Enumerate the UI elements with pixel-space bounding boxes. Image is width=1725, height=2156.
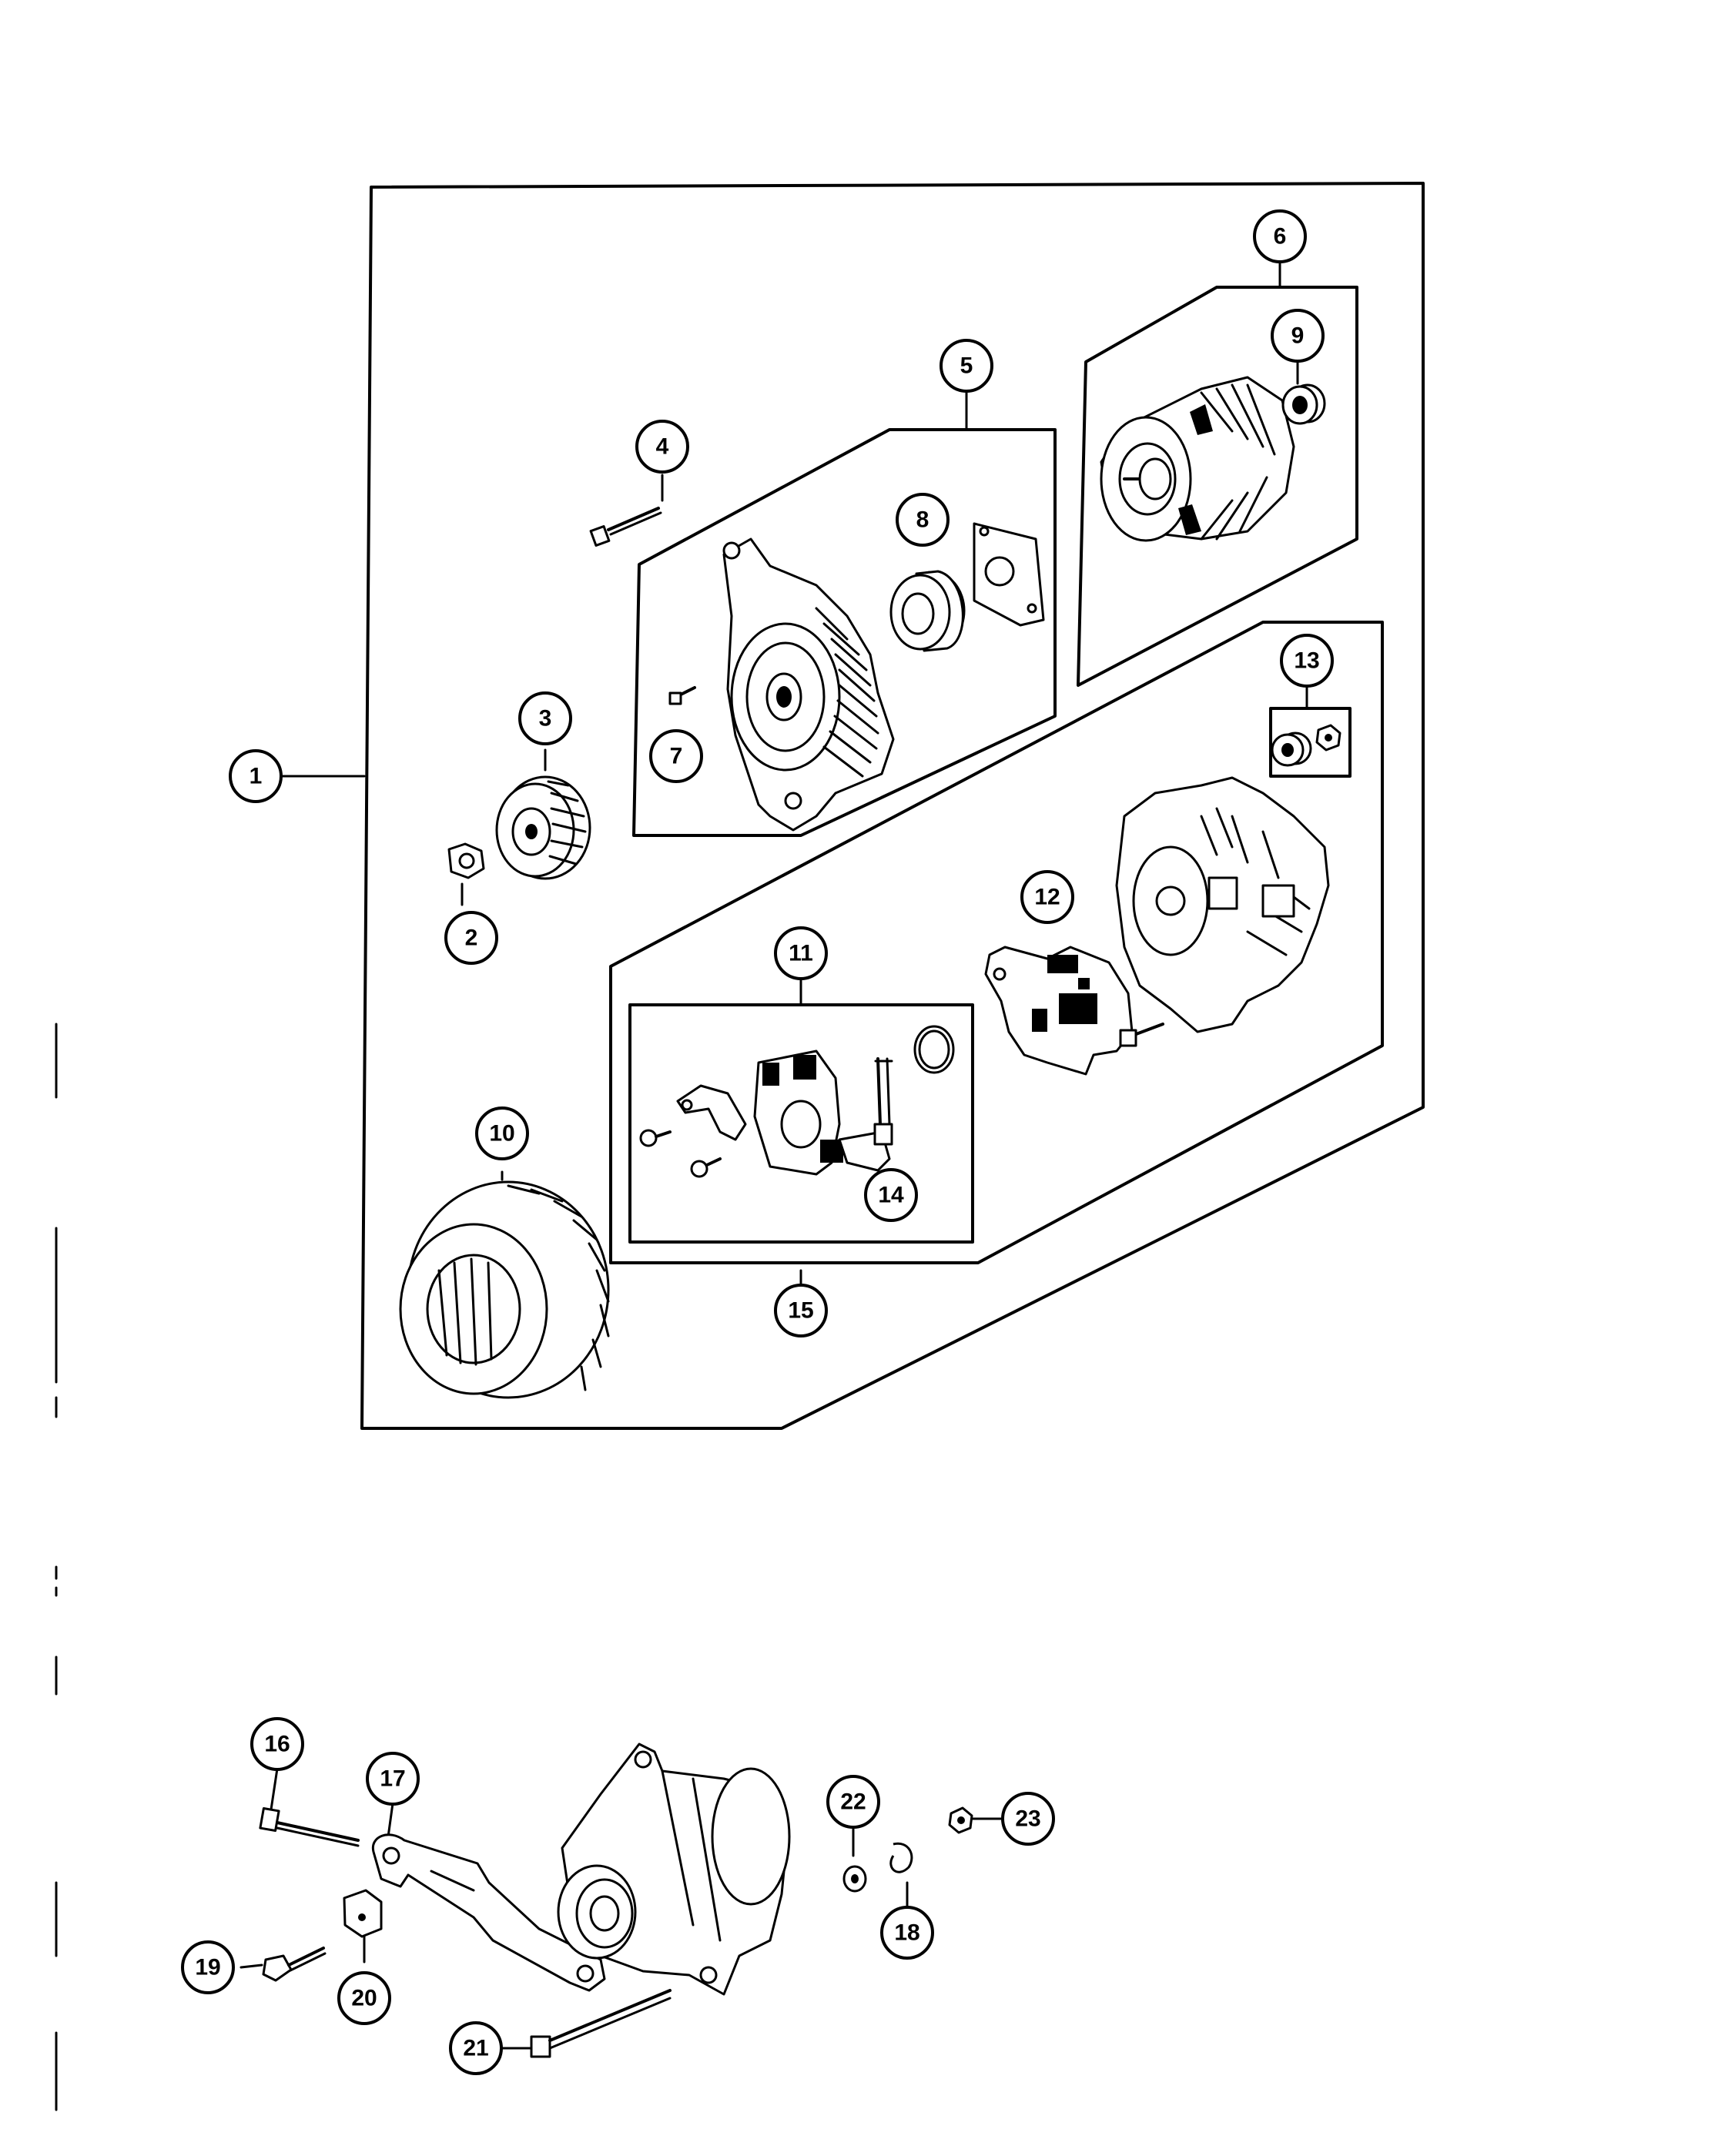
callout-5[interactable]: 5 bbox=[940, 339, 993, 393]
callout-8[interactable]: 8 bbox=[896, 493, 950, 547]
callout-22[interactable]: 22 bbox=[826, 1775, 880, 1829]
callout-19[interactable]: 19 bbox=[181, 1940, 235, 1994]
callout-7[interactable]: 7 bbox=[649, 729, 703, 783]
callout-2[interactable]: 2 bbox=[444, 911, 498, 965]
lock-washer-part-18 bbox=[889, 1842, 913, 1873]
callout-16-label: 16 bbox=[264, 1732, 290, 1757]
through-bolt-part-4 bbox=[589, 507, 662, 547]
brush-part-14 bbox=[873, 1057, 893, 1146]
mounting-bolt-part-16 bbox=[259, 1806, 360, 1847]
callout-12-label: 12 bbox=[1034, 885, 1060, 910]
rotor-bearing-part-9 bbox=[1281, 383, 1326, 425]
callout-13-label: 13 bbox=[1294, 648, 1319, 674]
callout-14[interactable]: 14 bbox=[864, 1168, 918, 1222]
rectifier-frame-group-15 bbox=[609, 621, 1384, 1264]
rotor-frame-group-6 bbox=[1077, 286, 1358, 687]
alternator-assembly-frame bbox=[360, 182, 1425, 1430]
callout-1[interactable]: 1 bbox=[229, 749, 283, 803]
callout-18[interactable]: 18 bbox=[880, 1906, 934, 1960]
pivot-bolt-part-21 bbox=[530, 1989, 672, 2058]
callout-1-label: 1 bbox=[250, 764, 263, 789]
callout-23[interactable]: 23 bbox=[1001, 1792, 1055, 1846]
callout-22-label: 22 bbox=[840, 1789, 866, 1815]
callout-6[interactable]: 6 bbox=[1253, 209, 1307, 263]
callout-14-label: 14 bbox=[878, 1183, 904, 1208]
callout-16[interactable]: 16 bbox=[250, 1717, 304, 1771]
callout-18-label: 18 bbox=[894, 1920, 919, 1946]
callout-9-label: 9 bbox=[1291, 323, 1305, 349]
callout-10-label: 10 bbox=[489, 1121, 514, 1147]
alternator-body bbox=[557, 1743, 791, 1996]
bushing-part-13 bbox=[1271, 724, 1341, 767]
callout-10[interactable]: 10 bbox=[475, 1106, 529, 1160]
callout-15-label: 15 bbox=[788, 1298, 813, 1324]
nut-part-23 bbox=[948, 1806, 973, 1834]
callout-3-label: 3 bbox=[539, 706, 552, 732]
rectifier-part-12 bbox=[984, 946, 1164, 1076]
callout-17[interactable]: 17 bbox=[366, 1752, 420, 1806]
housing-frame-group-5 bbox=[632, 428, 1057, 837]
callout-23-label: 23 bbox=[1015, 1806, 1040, 1832]
callout-20-label: 20 bbox=[351, 1986, 377, 2011]
seal-ring bbox=[913, 1025, 955, 1074]
square-nut-part-20 bbox=[343, 1889, 383, 1938]
drive-end-housing-part-5 bbox=[722, 537, 895, 832]
washer-part-22 bbox=[842, 1865, 867, 1893]
callout-9[interactable]: 9 bbox=[1271, 309, 1325, 363]
callout-21-label: 21 bbox=[463, 2036, 488, 2061]
callout-2-label: 2 bbox=[465, 926, 478, 951]
callout-15[interactable]: 15 bbox=[774, 1284, 828, 1337]
callout-5-label: 5 bbox=[960, 353, 973, 379]
rotor-part-6 bbox=[1100, 376, 1295, 542]
bearing-part-8 bbox=[889, 570, 966, 652]
callout-20[interactable]: 20 bbox=[337, 1971, 391, 2025]
callout-4[interactable]: 4 bbox=[635, 420, 689, 474]
callout-17-label: 17 bbox=[380, 1766, 405, 1792]
callout-11-label: 11 bbox=[789, 941, 813, 966]
pulley-part-3 bbox=[495, 775, 591, 880]
retainer-plate bbox=[973, 522, 1045, 627]
callout-4-label: 4 bbox=[656, 434, 669, 460]
callout-19-label: 19 bbox=[195, 1955, 220, 1980]
stator-part-10 bbox=[399, 1180, 610, 1399]
callout-12[interactable]: 12 bbox=[1020, 870, 1074, 924]
bolt-part-19 bbox=[262, 1947, 327, 1982]
rear-housing-part-15 bbox=[1115, 776, 1330, 1033]
callout-8-label: 8 bbox=[916, 507, 929, 533]
callout-6-label: 6 bbox=[1274, 224, 1287, 249]
callout-13[interactable]: 13 bbox=[1280, 634, 1334, 688]
voltage-regulator-part-11 bbox=[639, 1050, 891, 1178]
hex-nut-part-2 bbox=[447, 842, 485, 879]
screw-part-7 bbox=[668, 686, 696, 705]
adjusting-bracket-part-17 bbox=[371, 1833, 606, 1992]
bushing-frame-group-13 bbox=[1269, 707, 1352, 778]
callout-21[interactable]: 21 bbox=[449, 2021, 503, 2075]
callout-3[interactable]: 3 bbox=[518, 691, 572, 745]
callout-7-label: 7 bbox=[670, 744, 683, 769]
callout-11[interactable]: 11 bbox=[774, 926, 828, 980]
